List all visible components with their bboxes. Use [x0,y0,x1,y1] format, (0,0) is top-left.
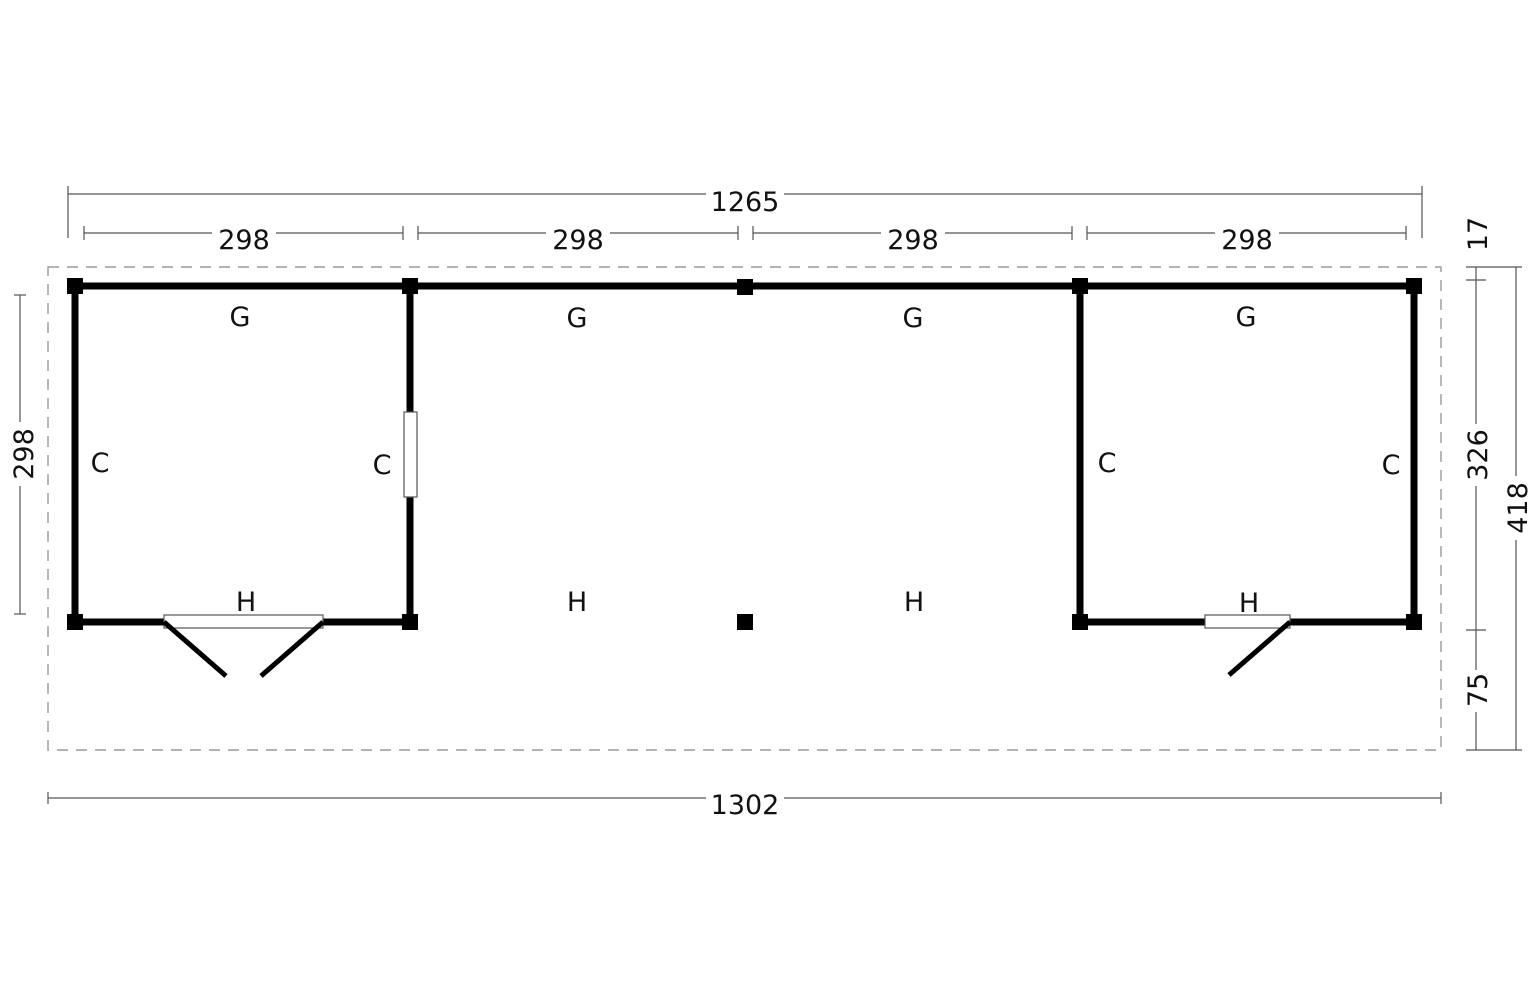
dimension-right-inner-depth-label: 326 [1463,429,1494,481]
roof-overhang-outline [47,266,1442,751]
dimension-right-total-label: 418 [1503,482,1534,534]
label-back-4: G [1236,302,1257,333]
single-door-opening [1204,614,1291,629]
dimension-overall-top: 1265 [67,180,1423,238]
label-back-2: G [567,303,588,334]
post [67,614,83,630]
post [402,614,418,630]
dimension-right-overhang-top-label: 17 [1463,217,1494,251]
double-door-opening [163,614,324,629]
dimension-bay-2: 298 [417,220,739,256]
label-front-4: H [1239,588,1259,619]
door-leaf-left [162,620,228,678]
dimension-right-total: 418 [1486,266,1534,751]
label-side-3: C [1098,448,1117,479]
label-side-2: C [373,450,392,481]
wall-labels: G G G G C C C C H H H H [91,302,1401,619]
walls [71,282,1418,626]
post [737,279,753,295]
label-front-1: H [236,587,256,618]
window-partition [403,411,418,498]
post [1072,278,1088,294]
label-side-1: C [91,448,110,479]
dimension-left-height-label: 298 [9,428,40,480]
post [67,278,83,294]
dimension-bay-3: 298 [752,220,1073,256]
post [1406,614,1422,630]
dimension-bays: 298 298 298 298 [83,220,1407,256]
posts [67,278,1422,630]
post [1072,614,1088,630]
label-back-3: G [903,303,924,334]
dimension-bay-1-label: 298 [218,225,270,256]
openings [162,411,1292,678]
dimension-bay-4: 298 [1086,220,1407,256]
dimension-bay-3-label: 298 [887,225,939,256]
dimension-overall-top-label: 1265 [711,187,780,218]
dimension-bay-2-label: 298 [552,225,604,256]
dimension-overall-bottom-label: 1302 [711,790,780,821]
label-back-1: G [230,302,251,333]
post [402,278,418,294]
dimension-bay-4-label: 298 [1221,225,1273,256]
dimension-bay-1: 298 [83,220,404,256]
door-leaf-right [259,620,325,678]
label-side-4: C [1382,450,1401,481]
dimension-right-overhang-front-label: 75 [1463,673,1494,707]
post [1406,278,1422,294]
door-leaf-single [1227,620,1292,677]
dimension-left-height: 298 [6,294,40,615]
dimension-overall-bottom: 1302 [47,786,1442,821]
post [737,614,753,630]
dimension-right-depths: 17 326 75 [1462,212,1494,751]
label-front-2: H [567,587,587,618]
label-front-3: H [904,587,924,618]
